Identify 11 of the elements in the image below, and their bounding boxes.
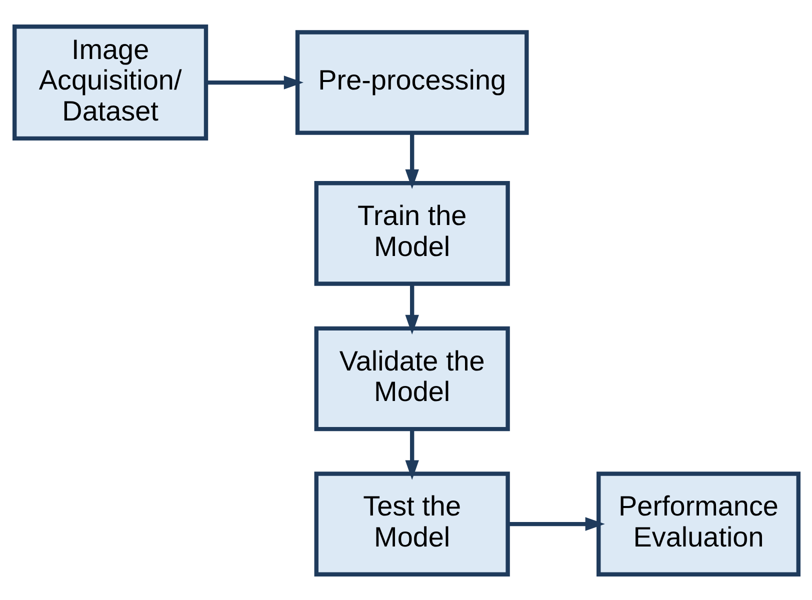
arrow <box>404 283 418 334</box>
arrow <box>206 75 304 89</box>
node-box: Train the Model <box>314 180 510 286</box>
node-box: Performance Evaluation <box>596 471 800 576</box>
node-box: Pre-processing <box>294 30 528 134</box>
arrow <box>404 132 418 189</box>
arrow <box>508 516 604 530</box>
node-box: Validate the Model <box>314 326 510 431</box>
node-box: Test the Model <box>314 471 510 576</box>
node-box: Image Acquisition/ Dataset <box>12 24 208 140</box>
arrow <box>404 428 418 480</box>
